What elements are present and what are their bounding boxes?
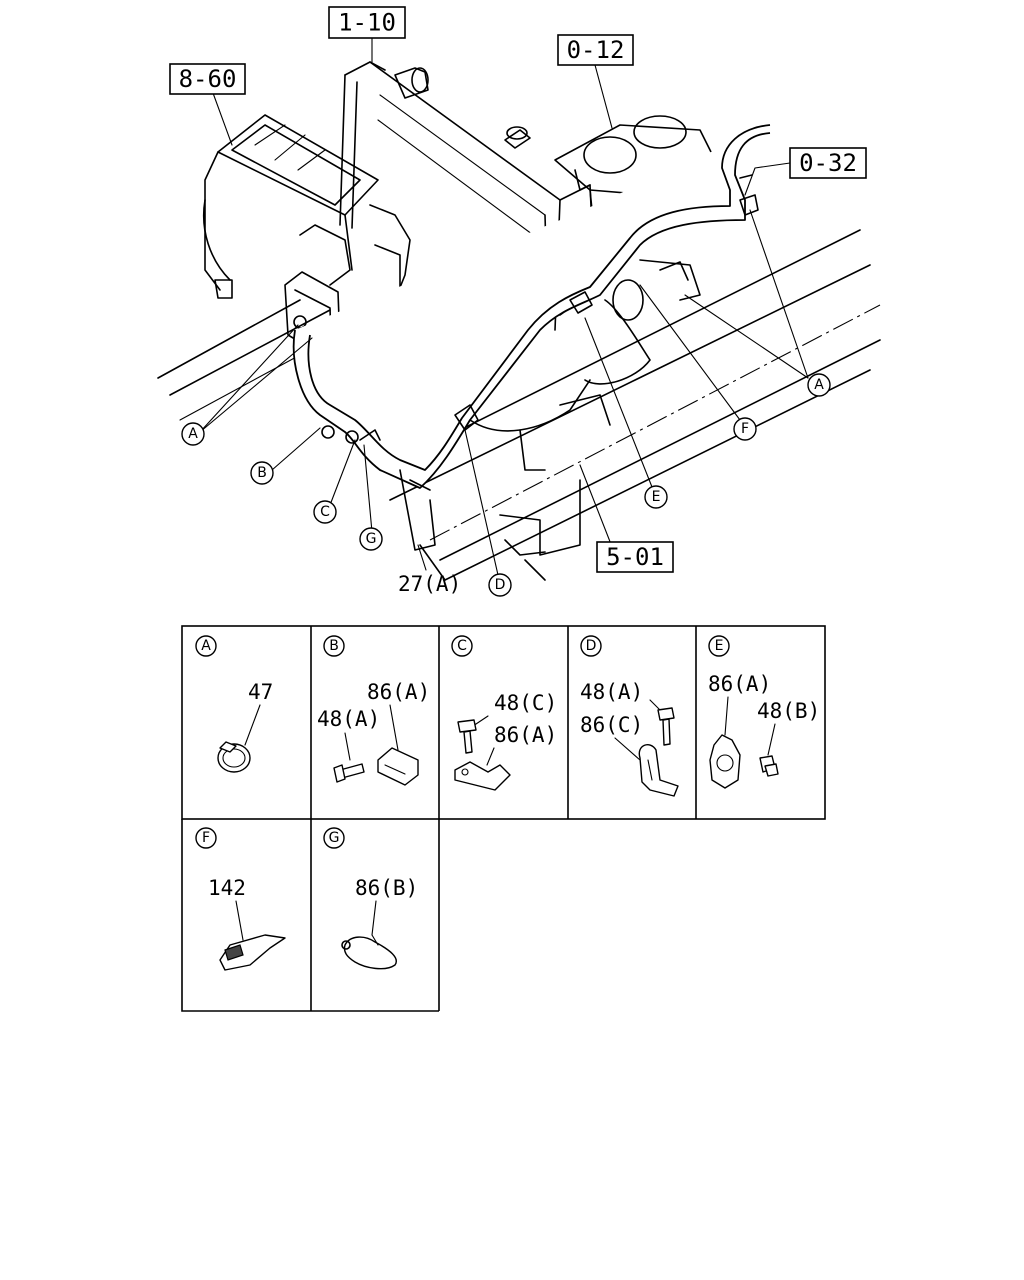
bolt-icon bbox=[657, 707, 675, 746]
detail-e-part-1: 86(A) bbox=[708, 672, 771, 696]
callout-f: F bbox=[733, 417, 757, 441]
detail-panel-d: D 48(A) 86(C) bbox=[580, 635, 679, 797]
callout-c: C bbox=[313, 500, 337, 524]
detail-panel-b: B 86(A) 48(A) bbox=[317, 635, 430, 786]
svg-text:B: B bbox=[257, 465, 267, 481]
callout-a-right: A bbox=[807, 373, 831, 397]
detail-panel-f: F 142 bbox=[195, 827, 286, 971]
svg-text:C: C bbox=[320, 504, 330, 520]
ref-box-0-12: 0-12 bbox=[557, 34, 634, 66]
bolt-icon bbox=[457, 719, 477, 754]
bolt-icon bbox=[759, 755, 779, 777]
detail-a-letter: A bbox=[201, 638, 211, 654]
ref-box-1-10-label: 1-10 bbox=[338, 9, 396, 37]
detail-panel-c: C 48(C) 86(A) bbox=[451, 635, 557, 791]
svg-text:G: G bbox=[366, 531, 377, 547]
clip-icon bbox=[638, 744, 679, 797]
detail-a-part-1: 47 bbox=[248, 680, 273, 704]
detail-e-letter: E bbox=[715, 638, 724, 654]
leader-lines bbox=[199, 37, 809, 576]
detail-b-letter: B bbox=[329, 638, 339, 654]
callout-a-left: A bbox=[181, 422, 205, 446]
detail-f-part-1: 142 bbox=[208, 876, 246, 900]
bracket-icon bbox=[219, 934, 286, 971]
clip-icon bbox=[377, 747, 419, 786]
detail-d-letter: D bbox=[586, 638, 597, 654]
svg-text:A: A bbox=[188, 426, 198, 442]
detail-c-part-1: 48(C) bbox=[494, 691, 557, 715]
detail-e-part-2: 48(B) bbox=[757, 699, 820, 723]
detail-d-part-1: 48(A) bbox=[580, 680, 643, 704]
detail-panel-e: E 86(A) 48(B) bbox=[708, 635, 820, 789]
hose-clamp-icon bbox=[217, 741, 251, 773]
wire-clip-icon bbox=[341, 934, 397, 970]
detail-b-part-2: 48(A) bbox=[317, 707, 380, 731]
ref-box-8-60: 8-60 bbox=[169, 63, 246, 95]
heater-hose bbox=[292, 124, 771, 551]
clip-icon bbox=[709, 734, 741, 789]
svg-text:F: F bbox=[741, 421, 749, 437]
ref-box-0-32: 0-32 bbox=[789, 147, 867, 179]
detail-panel-g: G 86(B) bbox=[323, 827, 418, 970]
detail-g-letter: G bbox=[329, 830, 340, 846]
svg-text:A: A bbox=[814, 377, 824, 393]
clip-icon bbox=[454, 761, 511, 791]
ref-box-0-32-label: 0-32 bbox=[799, 149, 857, 177]
bolt-icon bbox=[333, 763, 365, 783]
ref-box-1-10: 1-10 bbox=[328, 6, 406, 39]
ref-box-5-01: 5-01 bbox=[596, 541, 674, 573]
ref-box-8-60-label: 8-60 bbox=[179, 65, 237, 93]
detail-f-letter: F bbox=[202, 830, 210, 846]
detail-g-part-1: 86(B) bbox=[355, 876, 418, 900]
detail-d-part-2: 86(C) bbox=[580, 713, 643, 737]
detail-b-part-1: 86(A) bbox=[367, 680, 430, 704]
ref-box-5-01-label: 5-01 bbox=[606, 543, 664, 571]
callout-e: E bbox=[644, 485, 668, 509]
detail-grid bbox=[181, 625, 826, 1012]
hose-part-label: 27(A) bbox=[398, 572, 461, 596]
svg-text:E: E bbox=[652, 489, 661, 505]
detail-c-part-2: 86(A) bbox=[494, 723, 557, 747]
callout-d: D bbox=[488, 573, 512, 597]
detail-c-letter: C bbox=[457, 638, 467, 654]
ref-box-0-12-label: 0-12 bbox=[567, 36, 625, 64]
heater-unit bbox=[202, 114, 411, 356]
svg-text:D: D bbox=[495, 577, 506, 593]
detail-panel-a: A 47 bbox=[195, 635, 273, 773]
callout-g: G bbox=[359, 527, 383, 551]
callout-b: B bbox=[250, 461, 274, 485]
